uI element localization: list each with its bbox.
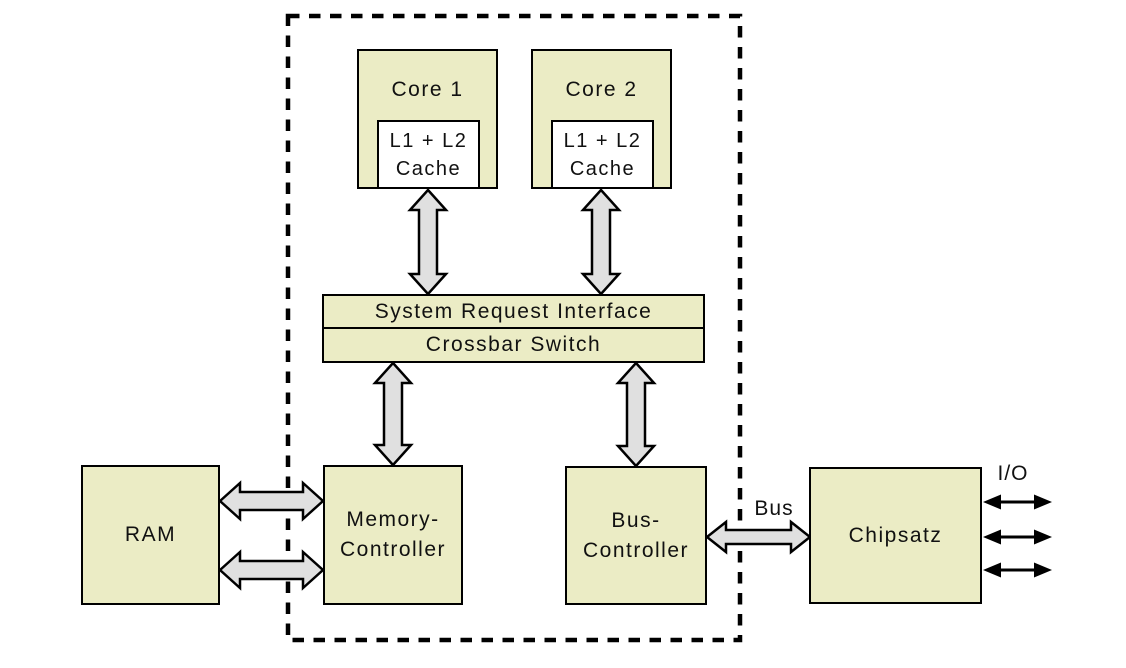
core1-cache-line2: Cache [395, 157, 462, 180]
io-label: I/O [997, 462, 1029, 485]
arrow-bus-controller-chipsatz [704, 519, 813, 555]
core2-label: Core 2 [565, 78, 638, 101]
arrow-crossbar-memory-controller [372, 361, 414, 467]
core2-cache-box: L1 + L2 Cache [551, 120, 654, 189]
crossbar-switch-label: Crossbar Switch [425, 333, 602, 356]
io-arrow-1-left-head [983, 494, 1001, 510]
io-arrow-2-right-head [1034, 529, 1052, 545]
chipsatz-label: Chipsatz [848, 523, 943, 547]
io-arrow-2-left-head [983, 529, 1001, 545]
arrow-ram-memory-controller-upper [218, 480, 325, 522]
bus-edge-label: Bus [754, 497, 794, 520]
memory-controller-box: Memory- Controller [323, 465, 463, 605]
bus-controller-line2: Controller [582, 538, 690, 562]
io-arrow-3-left-head [983, 562, 1001, 578]
ram-label: RAM [124, 523, 177, 546]
system-request-interface-label: System Request Interface [374, 299, 653, 323]
arrow-cache2-sri [580, 188, 622, 296]
core1-cache-line1: L1 + L2 [389, 129, 468, 152]
core1-label: Core 1 [391, 78, 464, 101]
core2-cache-line2: Cache [569, 157, 636, 180]
io-arrow-1-right-head [1034, 494, 1052, 510]
arrow-crossbar-bus-controller [615, 361, 657, 468]
ram-box: RAM [81, 465, 220, 605]
arrow-cache1-sri [407, 188, 449, 296]
core1-cache-box: L1 + L2 Cache [377, 120, 480, 189]
arrow-ram-memory-controller-lower [218, 549, 325, 591]
memory-controller-line1: Memory- [346, 508, 440, 531]
memory-controller-line2: Controller [339, 538, 447, 561]
chipsatz-box: Chipsatz [809, 467, 982, 604]
crossbar-switch-box: Crossbar Switch [322, 327, 705, 363]
bus-controller-box: Bus- Controller [565, 466, 707, 605]
io-arrow-3-right-head [1034, 562, 1052, 578]
core2-cache-line1: L1 + L2 [563, 129, 642, 152]
cpu-die-boundary [285, 13, 743, 643]
bus-controller-line1: Bus- [611, 508, 661, 532]
system-request-interface-box: System Request Interface [322, 294, 705, 329]
